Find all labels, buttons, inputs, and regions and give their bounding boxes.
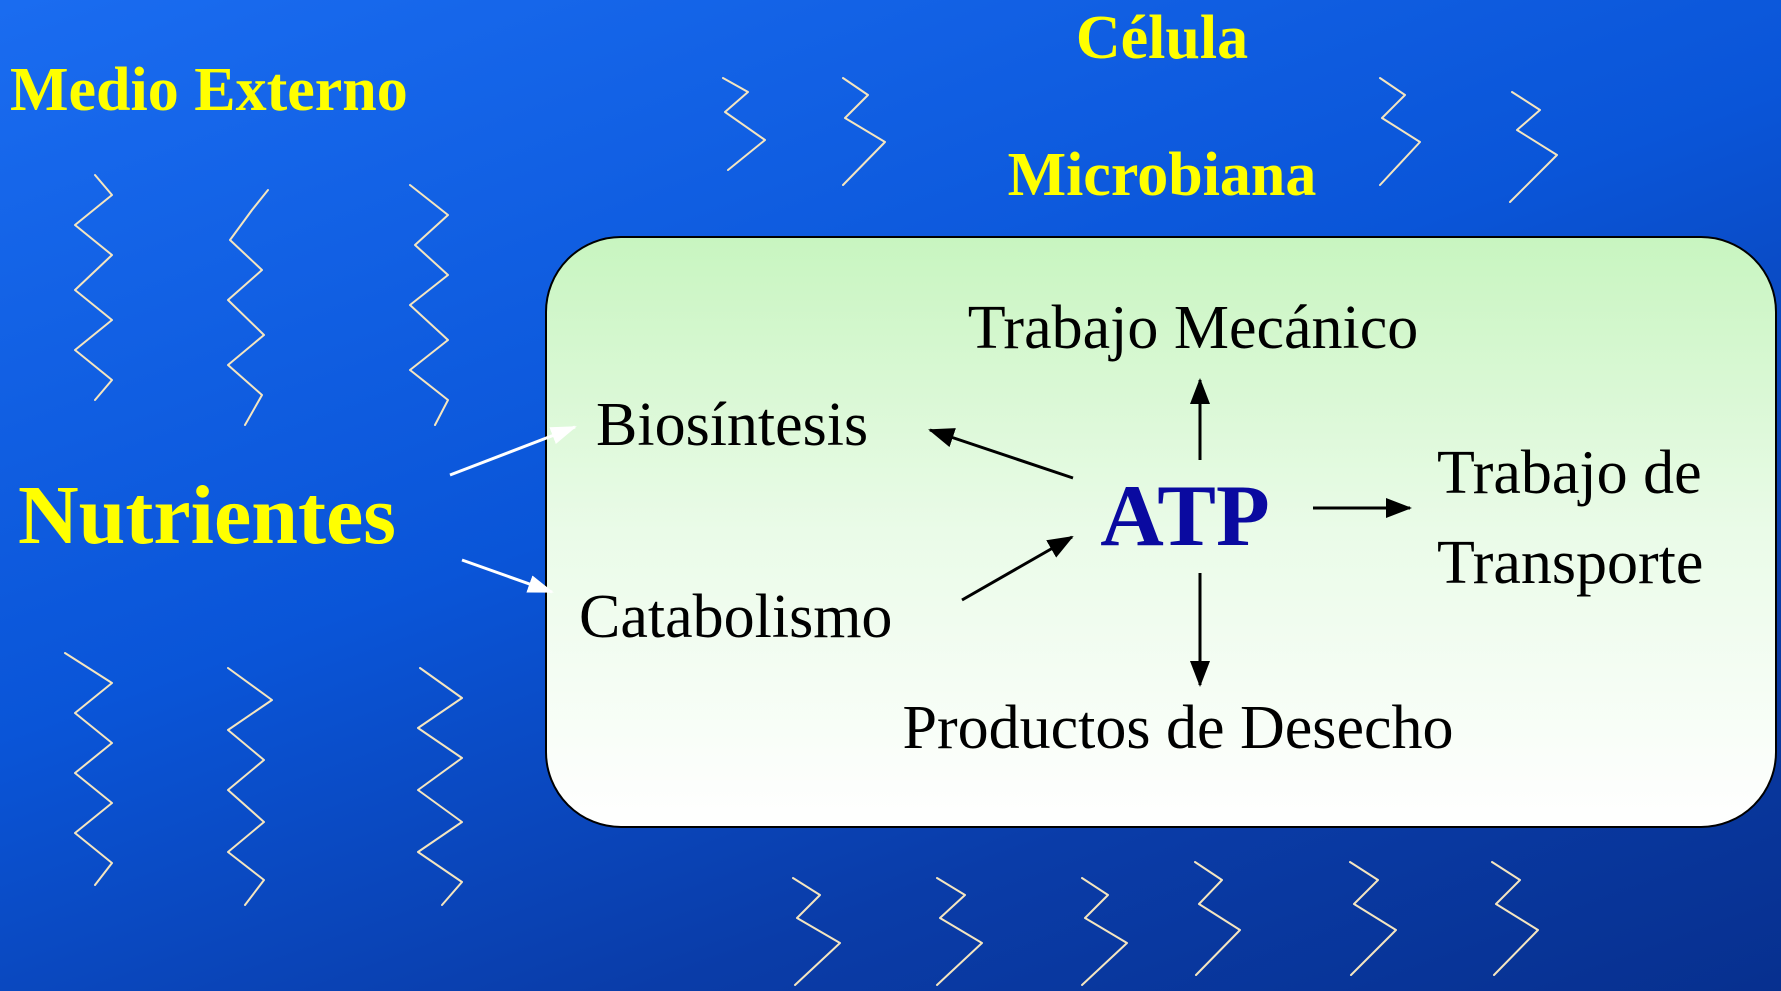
- transporte-label: Transporte: [1437, 529, 1703, 597]
- squiggle-top-3: [1379, 77, 1421, 186]
- squiggle-decorations: [64, 77, 1558, 986]
- atp-label: ATP: [1100, 468, 1269, 565]
- productos-de-desecho-label: Productos de Desecho: [903, 694, 1454, 762]
- arrow-catabolismo-to-atp: [961, 535, 1074, 602]
- arrow-nutrientes-to-biosintesis: [449, 425, 577, 477]
- squiggle-left-3: [409, 184, 449, 426]
- squiggle-bottom-6: [1491, 861, 1539, 976]
- squiggle-left-4: [64, 652, 113, 886]
- arrow-nutrientes-to-catabolismo: [461, 558, 554, 594]
- squiggle-left-2: [227, 189, 269, 426]
- medio-externo-label: Medio Externo: [10, 56, 408, 124]
- squiggle-left-1: [74, 174, 113, 401]
- trabajo-mecanico-label: Trabajo Mecánico: [968, 294, 1419, 362]
- squiggle-top-2: [842, 77, 886, 186]
- cell-box: [545, 236, 1777, 828]
- squiggle-bottom-3: [1081, 877, 1128, 986]
- squiggle-bottom-1: [792, 877, 841, 986]
- squiggle-top-4: [1509, 91, 1558, 203]
- trabajo-de-label: Trabajo de: [1437, 439, 1702, 507]
- squiggle-bottom-5: [1349, 861, 1397, 976]
- squiggle-top-1: [722, 77, 766, 171]
- microbiana-label: Microbiana: [1008, 141, 1317, 209]
- squiggle-bottom-4: [1194, 861, 1241, 976]
- squiggle-left-5: [227, 667, 273, 906]
- nutrientes-label: Nutrientes: [18, 469, 396, 562]
- biosintesis-label: Biosíntesis: [596, 391, 868, 459]
- celula-label: Célula: [1076, 4, 1248, 72]
- catabolismo-label: Catabolismo: [579, 583, 892, 651]
- arrow-atp-to-biosintesis: [928, 428, 1074, 480]
- squiggle-bottom-2: [936, 877, 983, 986]
- squiggle-left-6: [417, 667, 463, 906]
